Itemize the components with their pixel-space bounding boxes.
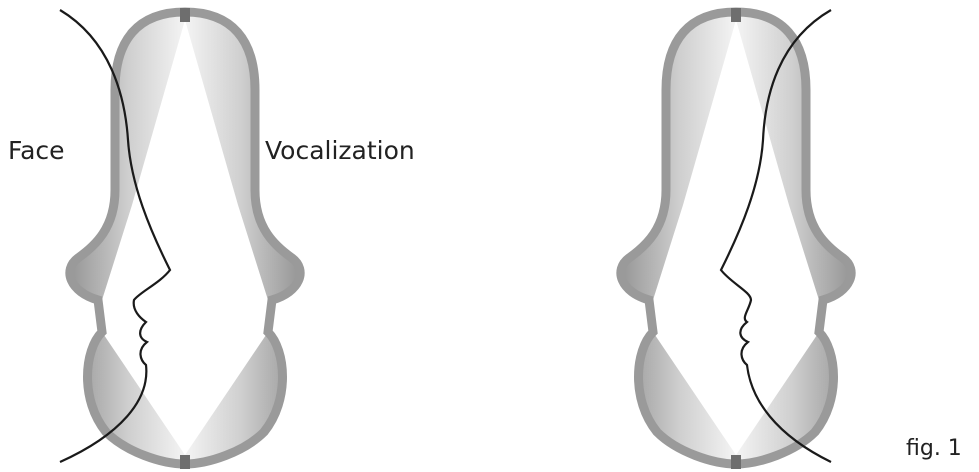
- right-head-top-marker: [731, 8, 741, 22]
- left-head-top-marker: [180, 8, 190, 22]
- left-head-bottom-marker: [180, 455, 190, 469]
- left-head-illustration: [60, 0, 310, 472]
- figure-number-label: fig. 1: [906, 436, 962, 461]
- face-label: Face: [8, 136, 65, 165]
- right-head-bottom-marker: [731, 455, 741, 469]
- right-head-illustration: [611, 0, 861, 472]
- vocalization-label: Vocalization: [265, 136, 415, 165]
